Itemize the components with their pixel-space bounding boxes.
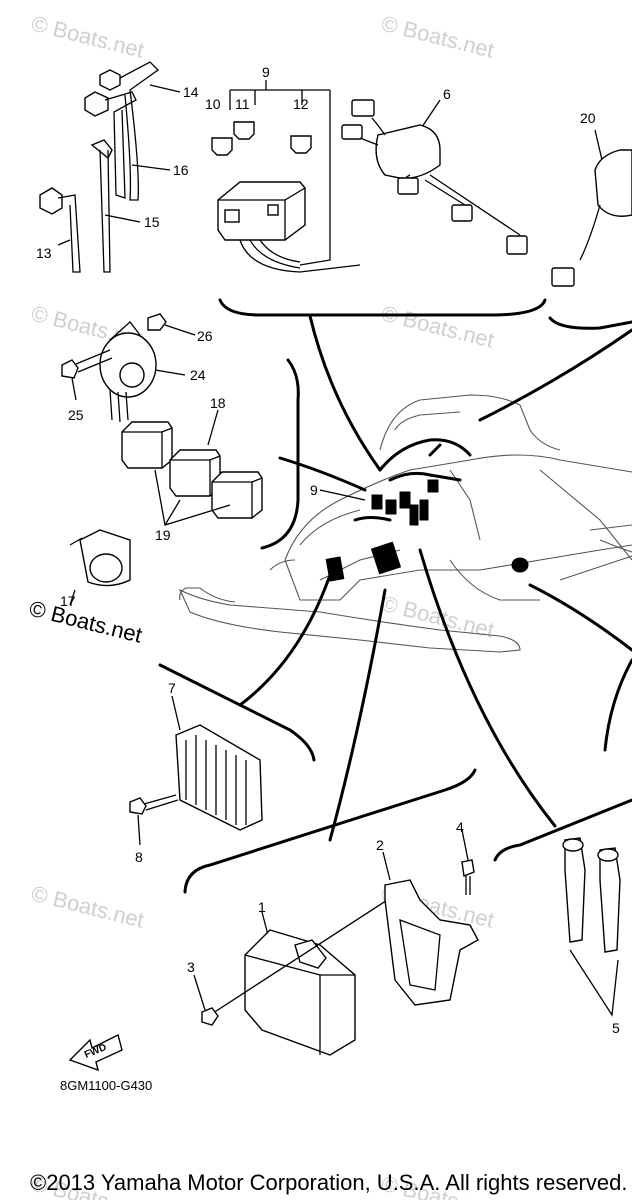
- watermark: © Boats.net: [29, 881, 147, 933]
- callout-numbers: 1 2 3 4 5 6 7 8 9 9 10 11 12 13 14 15 16…: [36, 64, 620, 1036]
- watermark-main: © Boats.net: [27, 596, 145, 648]
- rectifier-regulator: [129, 695, 263, 846]
- callout-2: 2: [376, 837, 384, 853]
- callout-17: 17: [60, 593, 76, 609]
- callout-19: 19: [155, 527, 171, 543]
- part-20-sensor: [551, 129, 632, 287]
- watermark: © Boats.net: [379, 591, 497, 643]
- callout-5: 5: [612, 1020, 620, 1036]
- callout-4: 4: [456, 819, 464, 835]
- cdi-unit: [193, 894, 396, 1056]
- leader-9: [319, 489, 366, 501]
- callout-25: 25: [68, 407, 84, 423]
- copyright-footer: ©2013 Yamaha Motor Corporation, U.S.A. A…: [30, 1170, 627, 1195]
- callout-9b: 9: [310, 482, 318, 498]
- watermark: © Boats.net: [29, 11, 147, 63]
- spark-plug-caps: [562, 837, 621, 1017]
- callout-1: 1: [258, 899, 266, 915]
- callout-7: 7: [168, 680, 176, 696]
- callout-24: 24: [190, 367, 206, 383]
- callout-26: 26: [197, 328, 213, 344]
- clamp-17: [69, 529, 131, 606]
- callout-3: 3: [187, 959, 195, 975]
- horn-assembly: [61, 313, 196, 423]
- machine-wiring: [325, 438, 529, 582]
- mount-bracket: [382, 829, 479, 1006]
- fuse-box-group: [211, 80, 361, 273]
- callout-20: 20: [580, 110, 596, 126]
- callout-15: 15: [144, 214, 160, 230]
- callout-9: 9: [262, 64, 270, 80]
- callout-14: 14: [183, 84, 199, 100]
- relays: [121, 409, 263, 526]
- fwd-arrow: FWD: [68, 1033, 123, 1072]
- diagram-code: 8GM1100-G430: [60, 1078, 152, 1093]
- callout-11: 11: [235, 96, 250, 112]
- callout-10: 10: [205, 96, 221, 112]
- ignition-coil: [341, 99, 528, 255]
- group-brackets: [158, 298, 632, 894]
- callout-12: 12: [293, 96, 309, 112]
- watermark: © Boats.net: [379, 301, 497, 353]
- callout-13: 13: [36, 245, 52, 261]
- watermark: © Boats.net: [379, 11, 497, 63]
- cable-ties: [39, 61, 181, 273]
- callout-8: 8: [135, 849, 143, 865]
- callout-6: 6: [443, 86, 451, 102]
- callout-16: 16: [173, 162, 189, 178]
- callout-18: 18: [210, 395, 226, 411]
